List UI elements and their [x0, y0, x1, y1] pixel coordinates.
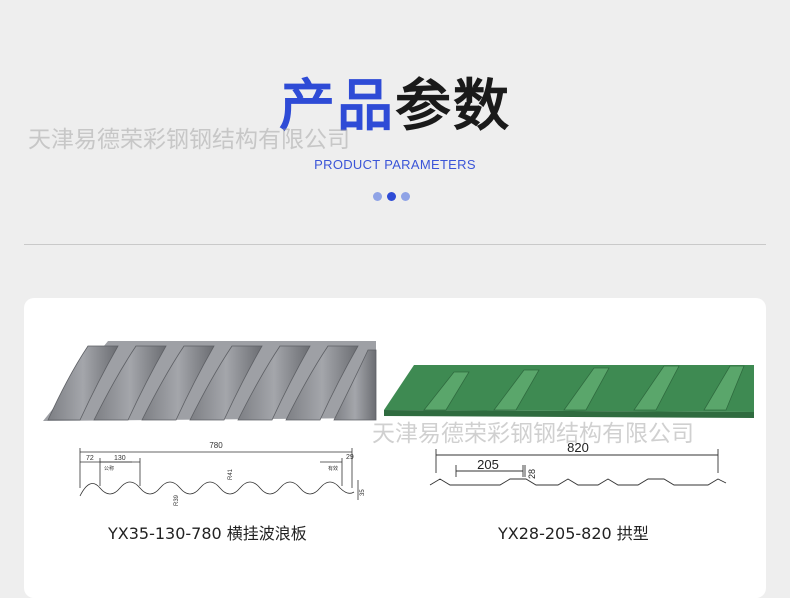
product-image-wave-sheet: [43, 341, 377, 421]
dim-right: 29: [346, 454, 354, 461]
page-title: 产品参数: [0, 72, 790, 142]
dim-total-arched: 820: [567, 443, 589, 455]
caption-arched-sheet: YX28-205-820 拱型: [498, 524, 649, 543]
dim-pitch-arched: 205: [477, 457, 499, 472]
dim-height: 35: [360, 489, 366, 496]
pagination-dots: [373, 192, 410, 201]
dim-radius-b: R39: [174, 494, 180, 506]
dim-height-arched: 28: [527, 469, 537, 479]
note-right: 有效: [328, 465, 338, 472]
caption-wave-sheet: YX35-130-780 横挂波浪板: [108, 524, 307, 543]
profile-drawing-arched: 820 205 28: [429, 443, 727, 486]
dot-1: [373, 192, 382, 201]
profile-drawing-wave: 780 72 130 29 公称 有效 R41 R39 35: [79, 441, 366, 506]
dim-radius-a: R41: [228, 468, 234, 480]
note-left: 公称: [104, 465, 114, 472]
dot-2-active: [387, 192, 396, 201]
product-card: 780 72 130 29 公称 有效 R41 R39 35 YX35-130-…: [24, 298, 766, 598]
dim-left: 72: [86, 455, 94, 462]
title-part-blue: 产品: [279, 74, 395, 139]
section-divider: [24, 244, 766, 245]
page-subtitle: PRODUCT PARAMETERS: [314, 157, 476, 172]
dim-total: 780: [209, 441, 223, 450]
product-image-green-sheet: [384, 365, 754, 418]
dot-3: [401, 192, 410, 201]
title-part-dark: 参数: [395, 74, 511, 139]
dim-pitch: 130: [114, 455, 126, 462]
